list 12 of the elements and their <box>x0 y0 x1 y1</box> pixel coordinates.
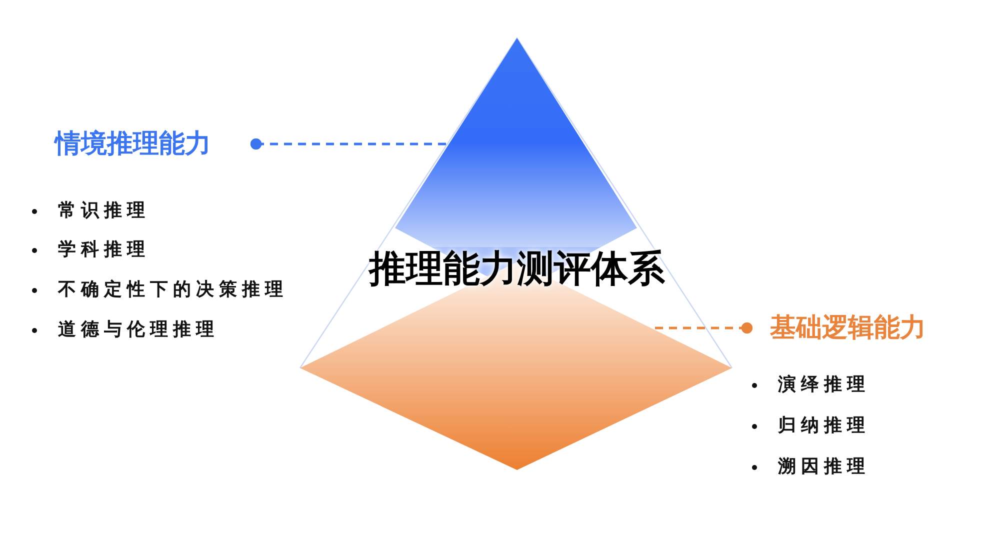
list-item: 演绎推理 <box>752 373 870 397</box>
pyramid-top-shape <box>395 38 637 247</box>
category-heading: 情境推理能力 <box>55 128 256 160</box>
list-item: 常识推理 <box>32 199 150 223</box>
list-item: 不确定性下的决策推理 <box>32 278 288 302</box>
list-item: 归纳推理 <box>752 414 870 438</box>
list-item: 学科推理 <box>32 238 150 262</box>
leader-line <box>250 138 449 150</box>
list-item: 溯因推理 <box>752 455 870 479</box>
diagram-title: 推理能力测评体系 <box>369 247 665 291</box>
list-item: 道德与伦理推理 <box>32 318 219 342</box>
category-heading: 基础逻辑能力 <box>747 312 972 344</box>
